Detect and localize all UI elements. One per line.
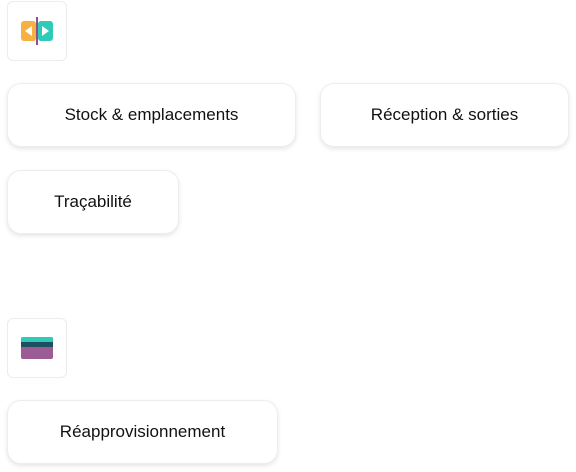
menu-item-reception-sorties[interactable]: Réception & sorties [320,83,569,147]
purchase-app-tile[interactable] [7,318,67,378]
inventory-icon [21,17,53,45]
inventory-app-tile[interactable] [7,1,67,61]
menu-item-reapprovisionnement[interactable]: Réapprovisionnement [7,400,278,464]
menu-item-stock-emplacements[interactable]: Stock & emplacements [7,83,296,147]
purchase-icon [21,337,53,359]
menu-item-tracabilite[interactable]: Traçabilité [7,170,179,234]
